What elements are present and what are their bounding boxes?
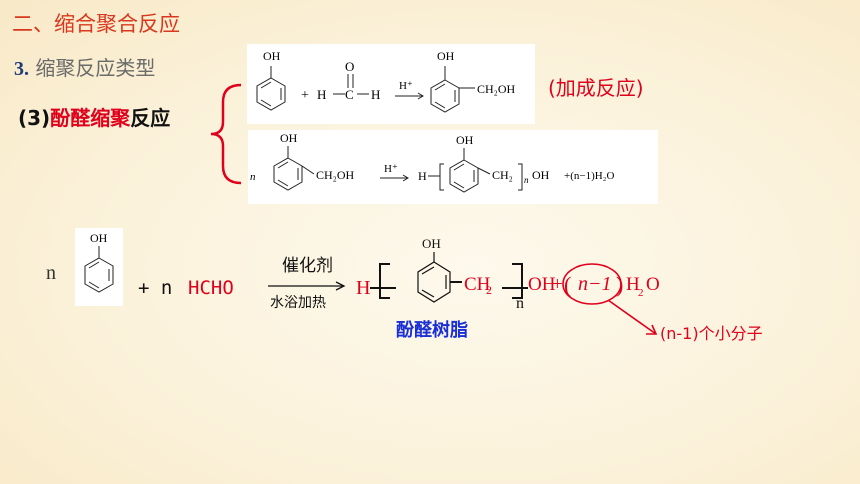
r2-oh: OH	[280, 131, 298, 145]
highlight-circle	[562, 263, 622, 305]
r1-oh: OH	[263, 49, 281, 63]
water-sub: 2	[638, 287, 644, 299]
r1-catalyst: H⁺	[399, 80, 413, 92]
addition-reaction-note: (加成反应)	[548, 76, 644, 100]
r1-product-oh: OH	[437, 49, 455, 63]
r2-byproduct: +(n−1)H₂O	[564, 170, 615, 182]
section-heading: 二、缩合聚合反应	[12, 12, 180, 36]
topic-number: (3)	[18, 106, 51, 130]
phenol-oh: OH	[90, 231, 108, 245]
r1-h-left: H	[317, 87, 326, 102]
main-n-coefficient: n	[46, 262, 56, 284]
phenol-image: OH	[75, 228, 123, 306]
product-h: H	[356, 277, 370, 299]
r1-plus: +	[301, 88, 309, 103]
r1-c: C	[345, 87, 354, 102]
r2-h: H	[418, 169, 427, 183]
topic-heading: (3)酚醛缩聚反应	[18, 102, 170, 131]
plus-sign: +	[552, 274, 563, 295]
reaction2-svg: n OH CH₂OH H⁺ H OH CH₂ n OH +(n−1)H₂O	[250, 131, 615, 193]
r1-o: O	[345, 59, 354, 74]
topic-highlight: 酚醛缩聚	[50, 106, 131, 130]
r2-p-oh: OH	[456, 133, 474, 147]
resin-label: 酚醛树脂	[396, 320, 468, 341]
reaction-arrow	[268, 281, 346, 291]
formaldehyde: HCHO	[188, 277, 234, 299]
coefficient-n-minus-1: n−1	[578, 273, 612, 295]
r2-p-end: OH	[532, 168, 550, 182]
r1-product-group: CH₂OH	[477, 82, 516, 96]
water-h: H	[626, 274, 640, 295]
subsection-heading: 3. 缩聚反应类型	[14, 52, 155, 81]
topic-rest: 反应	[130, 106, 171, 130]
r2-p-n: n	[524, 175, 529, 185]
product-ch2-sub: 2	[486, 283, 492, 297]
water-o: O	[646, 274, 660, 295]
reaction1-image: OH + H C O H H⁺ OH CH₂OH	[247, 44, 535, 124]
r2-n: n	[250, 171, 256, 183]
product-oh-end: OH	[528, 274, 556, 295]
product-oh: OH	[422, 236, 441, 251]
subsection-number: 3.	[14, 58, 29, 80]
reaction1-svg: OH + H C O H H⁺ OH CH₂OH	[256, 49, 516, 113]
condition-catalyst: 催化剂	[282, 256, 333, 276]
small-molecule-label: (n-1)个小分子	[660, 324, 763, 343]
product-ch2: CH	[464, 274, 491, 295]
paren-right: )	[616, 272, 623, 297]
r2-p-ch2: CH₂	[492, 168, 513, 182]
phenol-svg: OH	[84, 231, 114, 293]
subsection-title: 缩聚反应类型	[35, 56, 156, 80]
reaction2-image: n OH CH₂OH H⁺ H OH CH₂ n OH +(n−1)H₂O	[248, 130, 658, 204]
product-n-subscript: n	[516, 295, 524, 312]
r1-h-right: H	[371, 87, 380, 102]
pointer-arrow	[607, 299, 658, 335]
curly-brace	[210, 83, 242, 185]
plus-n: + n	[138, 277, 173, 299]
r2-group: CH₂OH	[316, 168, 355, 182]
product-formula: H OH CH 2 n OH + ( n−1 ) H 2 O	[356, 236, 660, 312]
condition-water-bath: 水浴加热	[270, 295, 326, 311]
paren-left: (	[564, 272, 571, 297]
r2-catalyst: H⁺	[384, 163, 398, 175]
